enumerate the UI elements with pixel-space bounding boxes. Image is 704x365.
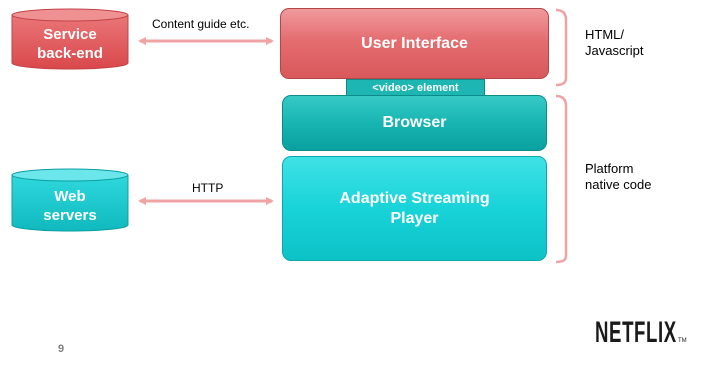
html-js-label: HTML/ Javascript (585, 27, 644, 58)
user-interface-box: User Interface (280, 8, 549, 79)
adaptive-streaming-player-label: Adaptive Streaming Player (339, 189, 490, 227)
html-js-bracket (555, 8, 568, 87)
content-guide-label: Content guide etc. (152, 17, 250, 31)
netflix-logo-text: NETFLIX (595, 316, 677, 349)
video-element-tag: <video> element (346, 79, 485, 97)
platform-native-label: Platform native code (585, 161, 652, 192)
service-backend-label: Service back-end (37, 26, 103, 62)
web-servers-label: Web servers (43, 188, 97, 224)
browser-label: Browser (382, 114, 447, 131)
user-interface-label: User Interface (361, 34, 468, 52)
browser-box: Browser (282, 95, 547, 151)
http-label: HTTP (192, 181, 224, 195)
trademark-mark: TM (678, 338, 687, 344)
cylinder-shape (11, 168, 129, 232)
adaptive-streaming-player-box: Adaptive Streaming Player (282, 156, 547, 261)
web-servers-cylinder: Web servers (10, 167, 130, 233)
platform-bracket (555, 94, 568, 264)
page-number: 9 (58, 343, 65, 355)
cylinder-shape (11, 8, 129, 70)
service-backend-cylinder: Service back-end (10, 7, 130, 71)
